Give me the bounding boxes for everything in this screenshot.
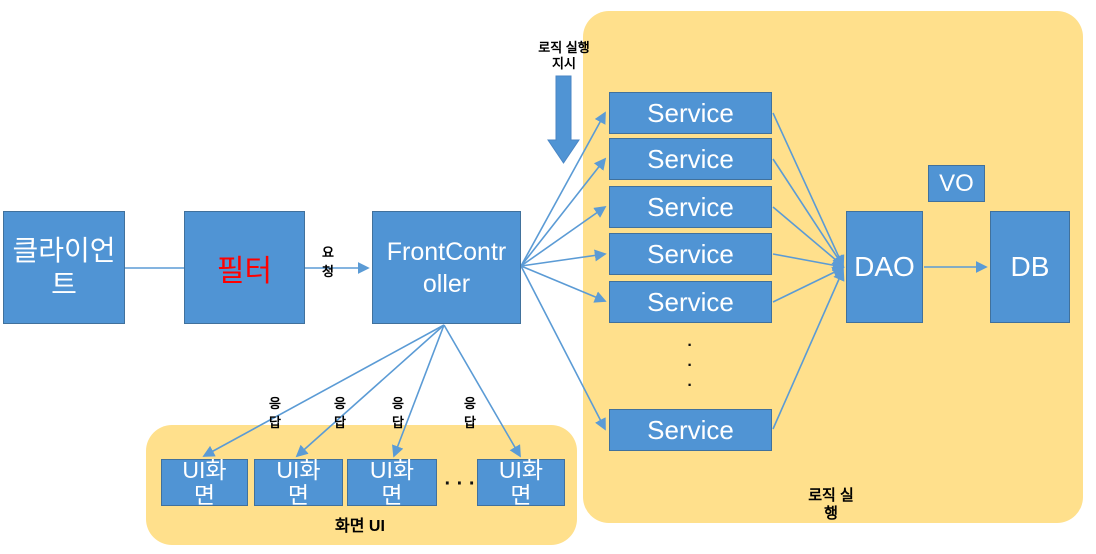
ui-screen-box: UI화 면 <box>254 457 343 507</box>
vo-box: VO <box>928 165 985 202</box>
client-box: 클라이언 트 <box>3 211 125 324</box>
response-label: 응 답 <box>464 396 476 430</box>
request-label: 요 청 <box>322 245 334 279</box>
service-box: Service <box>609 409 772 451</box>
service-box: Service <box>609 92 772 134</box>
dao-box: DAO <box>846 211 923 323</box>
ui-screen-box: UI화 면 <box>347 457 437 507</box>
screen-ui-region-label: 화면 UI <box>335 518 385 535</box>
logic-execution-region-label: 로직 실 행 <box>808 487 854 522</box>
down-block-arrow <box>547 75 580 164</box>
ui-screen-box: UI화 면 <box>477 457 565 507</box>
ui-screen-box: UI화 면 <box>161 457 248 507</box>
response-label: 응 답 <box>334 396 346 430</box>
vertical-ellipsis: · · · <box>687 337 693 394</box>
filter-box: 필터 <box>184 211 305 324</box>
service-box: Service <box>609 138 772 180</box>
service-box: Service <box>609 233 772 275</box>
horizontal-ellipsis: · · · <box>444 473 476 495</box>
response-label: 응 답 <box>269 396 281 430</box>
response-label: 응 답 <box>392 396 404 430</box>
service-box: Service <box>609 186 772 228</box>
front-controller-box: FrontContr oller <box>372 211 521 324</box>
db-box: DB <box>990 211 1070 323</box>
service-box: Service <box>609 281 772 323</box>
logic-instruction-label: 로직 실행 지시 <box>538 40 590 71</box>
